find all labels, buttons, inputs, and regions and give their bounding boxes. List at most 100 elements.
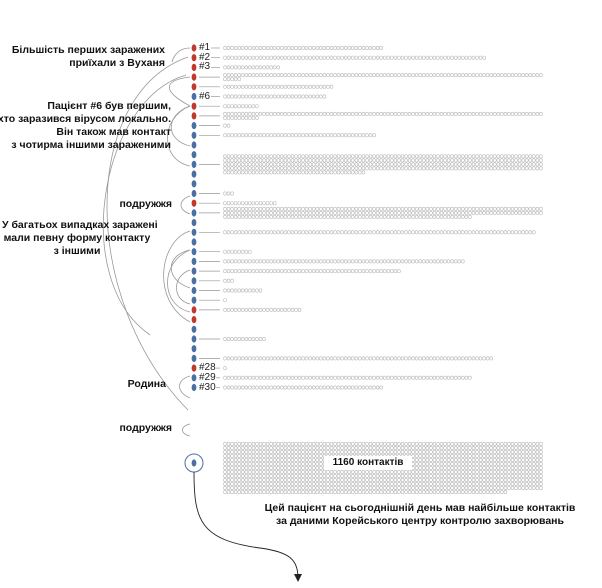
contact-mark: [365, 481, 369, 486]
contact-mark: [443, 465, 447, 470]
contact-mark: [255, 288, 259, 293]
contact-mark: [461, 158, 465, 163]
contact-mark: [453, 111, 458, 116]
contact-mark: [450, 230, 454, 235]
contact-mark: [226, 485, 231, 490]
contact-mark: [450, 158, 454, 163]
contact-mark: [251, 441, 256, 446]
contact-mark: [436, 166, 440, 171]
contact-mark: [404, 481, 408, 486]
contact-mark: [251, 206, 256, 211]
contact-mark: [308, 166, 312, 171]
contact-mark: [503, 73, 508, 78]
contact-mark: [404, 259, 408, 264]
contact-mark: [280, 170, 284, 175]
contact-mark: [365, 375, 369, 380]
contact-mark: [326, 441, 330, 446]
contact-mark: [304, 111, 309, 116]
contact-mark: [517, 154, 522, 159]
contact-mark: [230, 230, 234, 235]
contact-mark: [304, 356, 309, 361]
contact-mark: [351, 473, 355, 478]
contact-mark: [230, 269, 234, 274]
contact-mark: [517, 473, 522, 478]
contact-mark: [301, 269, 305, 274]
contact-mark: [326, 210, 330, 215]
contact-mark: [453, 73, 458, 78]
contact-mark: [269, 385, 273, 390]
contact-mark: [276, 375, 280, 380]
contact-mark: [382, 210, 387, 215]
contact-mark: [265, 307, 270, 312]
contact-mark: [436, 457, 440, 462]
contact-mark: [283, 457, 288, 462]
contact-mark: [297, 94, 302, 99]
contact-mark: [425, 481, 430, 486]
contact-mark: [241, 259, 245, 264]
contact-mark: [233, 104, 238, 109]
connector-line: [171, 47, 191, 63]
contact-mark: [237, 111, 241, 116]
contact-mark: [297, 170, 302, 175]
contact-mark: [333, 445, 337, 450]
contact-mark: [251, 288, 256, 293]
contact-mark: [379, 489, 383, 494]
contact-mark: [265, 453, 270, 458]
contact-mark: [489, 73, 493, 78]
contact-mark: [241, 158, 245, 163]
contact-mark: [443, 73, 447, 78]
contact-mark: [287, 461, 291, 466]
contact-mark: [475, 453, 479, 458]
contact-mark: [223, 385, 227, 390]
contact-mark: [365, 45, 369, 50]
contact-mark: [311, 133, 316, 138]
contact-mark: [223, 477, 227, 482]
contact-mark: [425, 154, 430, 159]
contact-mark: [390, 166, 394, 171]
contact-mark: [223, 210, 227, 215]
contact-mark: [521, 457, 525, 462]
contact-mark: [464, 477, 469, 482]
contact-mark: [493, 461, 497, 466]
contact-mark: [297, 206, 302, 211]
contact-mark: [304, 214, 309, 219]
contact-mark: [539, 158, 543, 163]
contact-mark: [386, 477, 391, 482]
contact-mark: [361, 214, 366, 219]
contact-mark: [535, 477, 540, 482]
contact-mark: [517, 210, 522, 215]
contact-mark: [290, 465, 295, 470]
contact-mark: [269, 55, 273, 60]
contact-mark: [315, 84, 320, 89]
contact-mark: [223, 201, 227, 206]
contact-mark: [414, 457, 419, 462]
contact-mark: [524, 210, 529, 215]
contact-mark: [489, 158, 493, 163]
contact-mark: [432, 162, 437, 167]
contact-mark: [425, 485, 430, 490]
contact-mark: [272, 162, 277, 167]
contact-mark: [365, 473, 369, 478]
contact-mark: [241, 269, 245, 274]
contact-mark: [255, 457, 259, 462]
contact-mark: [315, 214, 320, 219]
contact-mark: [343, 214, 348, 219]
patient-icon: [191, 238, 197, 246]
contact-mark: [404, 375, 408, 380]
contact-mark: [414, 489, 419, 494]
contact-mark: [429, 441, 433, 446]
contact-mark: [482, 453, 486, 458]
contact-mark: [226, 154, 231, 159]
contact-mark: [446, 154, 451, 159]
contact-mark: [248, 158, 252, 163]
patient-icon: [191, 131, 197, 139]
contact-mark: [535, 441, 540, 446]
contact-mark: [226, 191, 231, 196]
contact-mark: [301, 230, 305, 235]
contact-mark: [482, 230, 486, 235]
contact-mark: [297, 133, 302, 138]
contact-mark: [375, 214, 380, 219]
contact-mark: [432, 441, 437, 446]
contact-mark: [343, 485, 348, 490]
contact-mark: [443, 210, 447, 215]
